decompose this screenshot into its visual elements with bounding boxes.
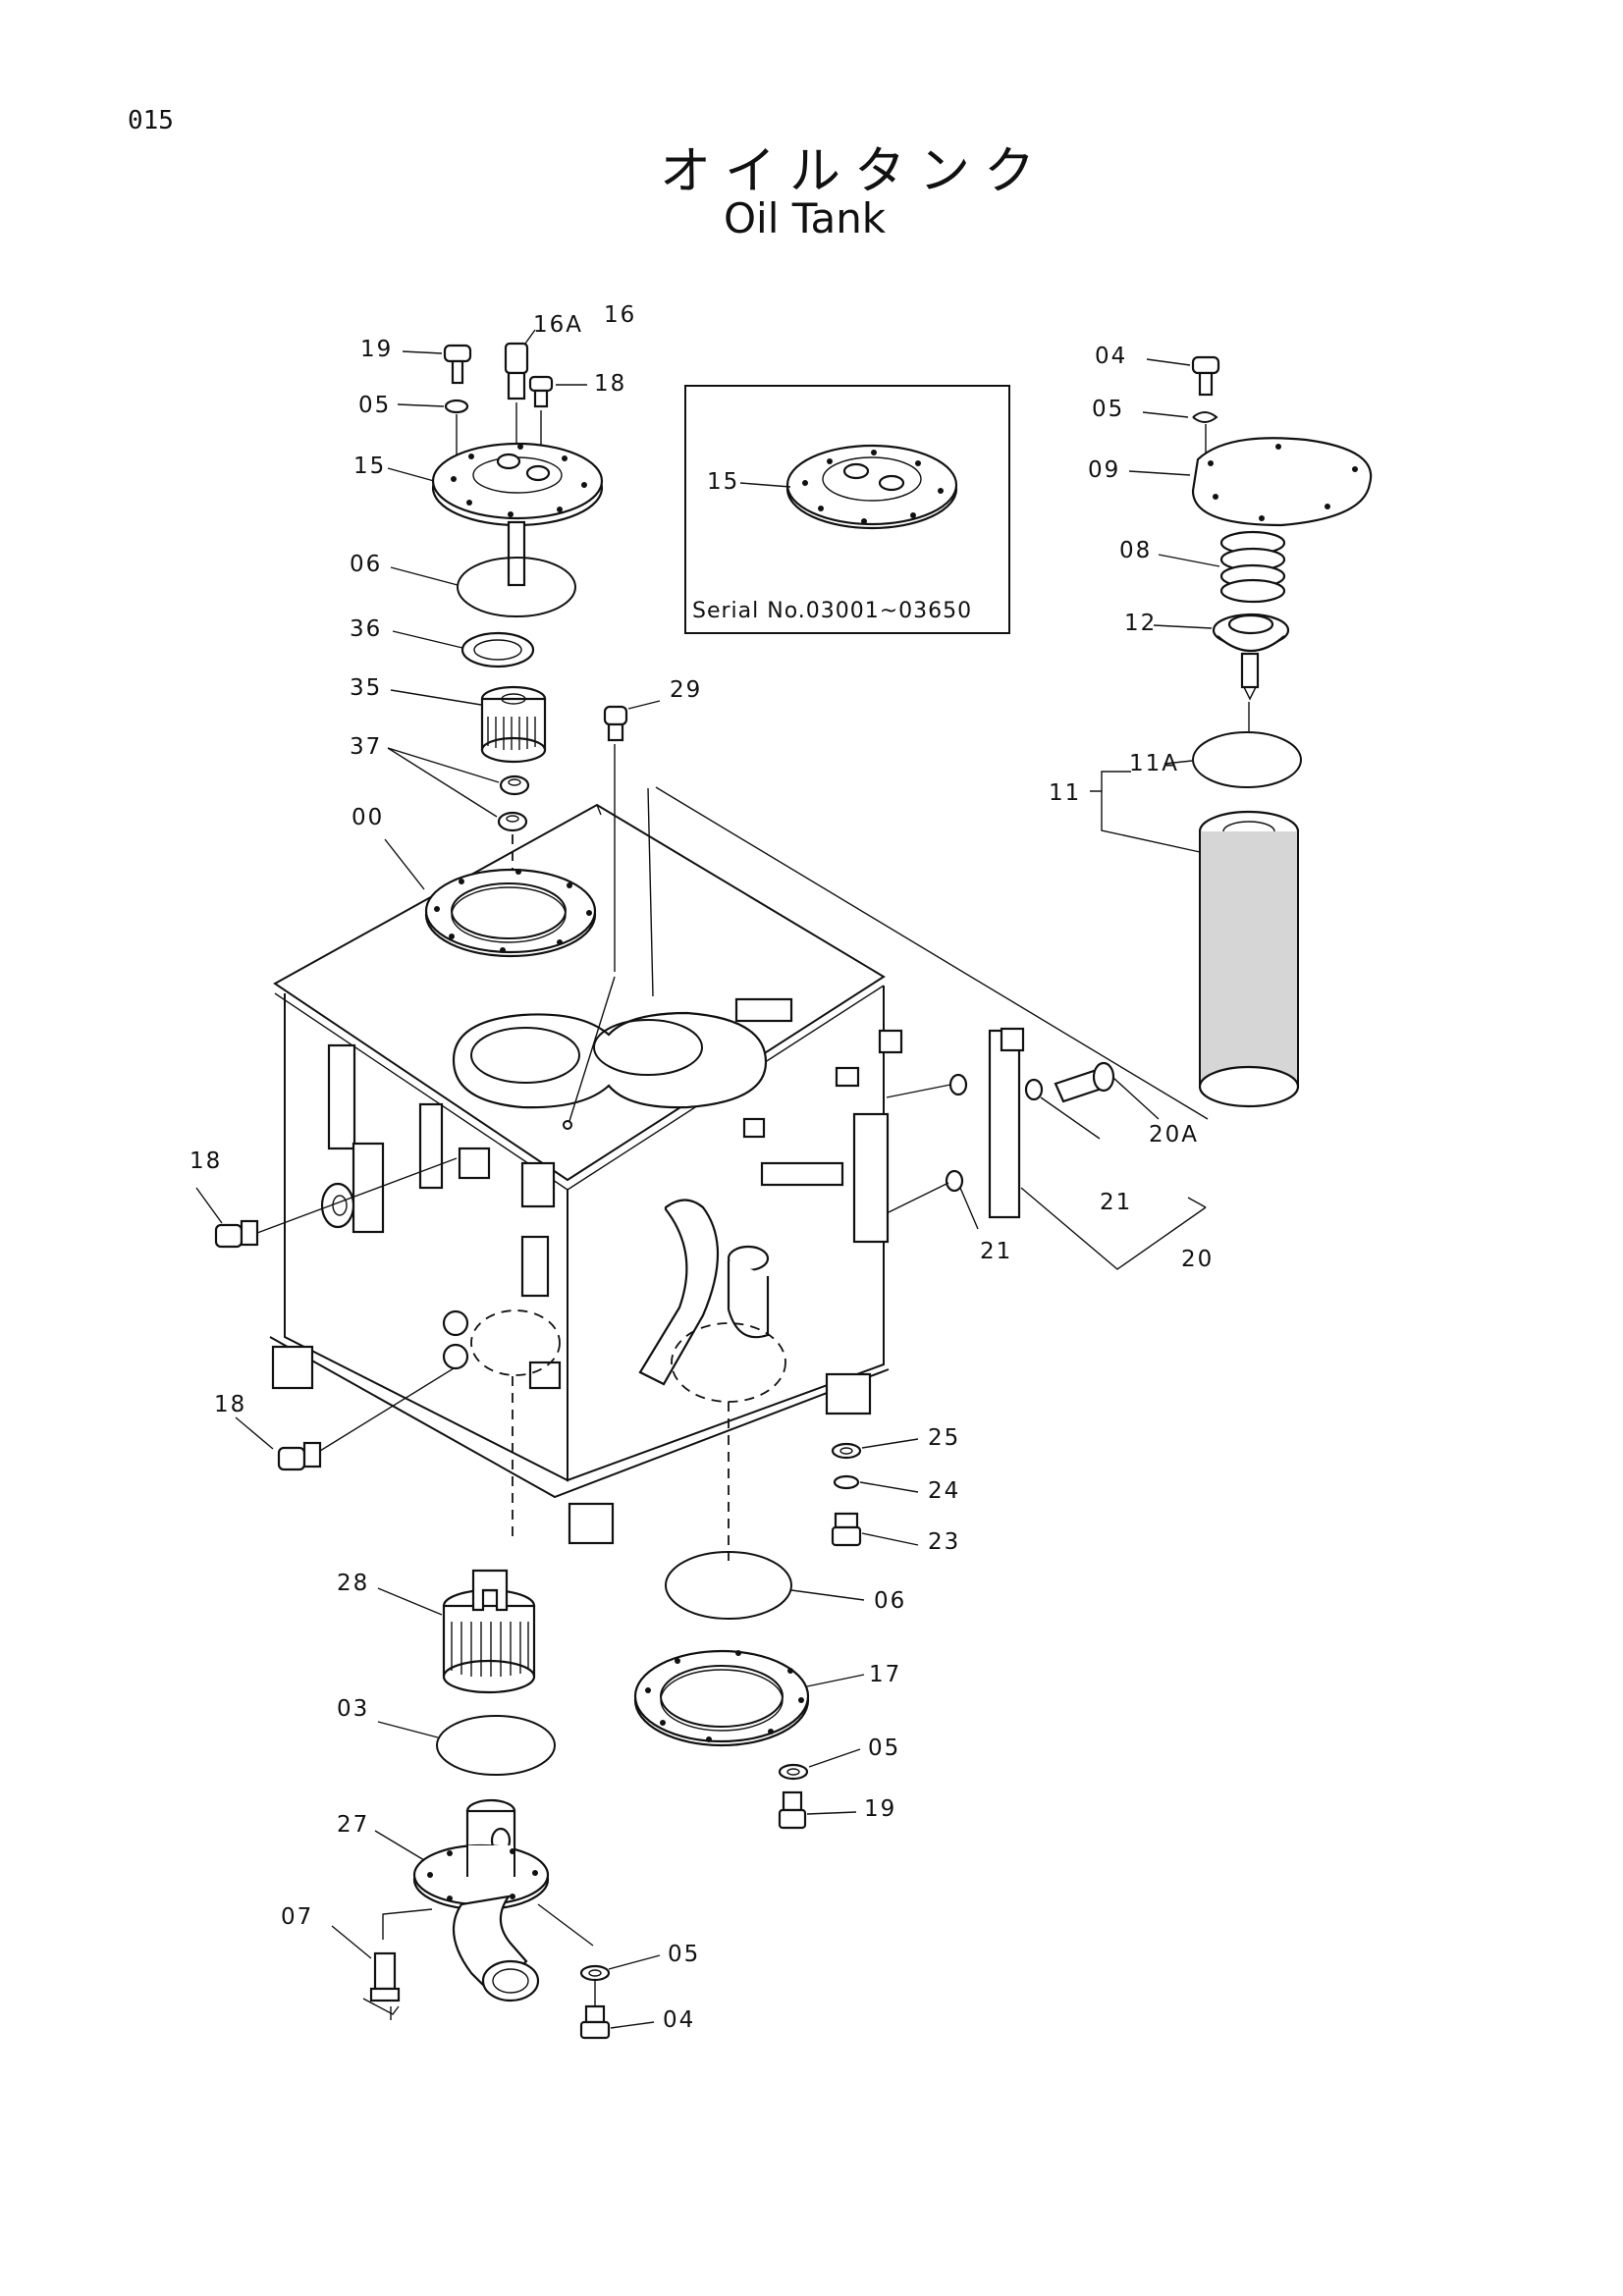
drain-fasteners bbox=[831, 1438, 919, 1547]
callout-16: 16 bbox=[604, 302, 637, 328]
title-japanese: オイルタンク bbox=[660, 142, 1050, 201]
callout-15: 15 bbox=[353, 454, 387, 479]
drain-plugs-left bbox=[195, 1157, 458, 1471]
callout-19: 19 bbox=[360, 337, 394, 362]
callout-36: 36 bbox=[350, 616, 383, 642]
callout-04-bottom: 04 bbox=[663, 2007, 696, 2033]
callout-06-bottom: 06 bbox=[874, 1588, 907, 1614]
callout-28: 28 bbox=[337, 1571, 370, 1596]
callout-25: 25 bbox=[928, 1425, 961, 1451]
callout-18-left: 18 bbox=[189, 1148, 223, 1174]
callout-00: 00 bbox=[352, 805, 385, 830]
callout-07: 07 bbox=[281, 1904, 314, 1930]
inset-box bbox=[684, 385, 1010, 634]
callout-20: 20 bbox=[1181, 1247, 1215, 1272]
callout-27: 27 bbox=[337, 1812, 370, 1838]
suction-assembly bbox=[331, 1551, 865, 2040]
callout-21-upper: 21 bbox=[1100, 1190, 1133, 1215]
callout-04: 04 bbox=[1095, 344, 1128, 369]
return-filter-assembly bbox=[886, 355, 1373, 1270]
tank-body bbox=[269, 700, 1209, 1561]
title-english: Oil Tank bbox=[724, 194, 887, 242]
callout-06: 06 bbox=[350, 552, 383, 577]
inset-serial-caption: Serial No.03001~03650 bbox=[692, 599, 973, 623]
callout-19-bottom: 19 bbox=[864, 1796, 897, 1822]
callout-18-lower: 18 bbox=[214, 1392, 247, 1417]
callout-20a: 20A bbox=[1149, 1122, 1200, 1148]
callout-24: 24 bbox=[928, 1478, 961, 1504]
callout-11a: 11A bbox=[1129, 751, 1180, 776]
callout-05-right: 05 bbox=[1092, 397, 1125, 422]
callout-21-lower: 21 bbox=[980, 1239, 1013, 1264]
callout-05-mid: 05 bbox=[868, 1735, 901, 1761]
callout-08: 08 bbox=[1119, 538, 1153, 563]
callout-29: 29 bbox=[670, 677, 703, 703]
callout-37: 37 bbox=[350, 734, 383, 760]
callout-35: 35 bbox=[350, 675, 383, 701]
callout-11: 11 bbox=[1049, 780, 1082, 806]
page-number: 015 bbox=[128, 106, 174, 135]
breather-assembly bbox=[387, 329, 604, 913]
callout-12: 12 bbox=[1124, 611, 1158, 636]
callout-03: 03 bbox=[337, 1696, 370, 1722]
callout-18: 18 bbox=[594, 371, 627, 397]
callout-15-inset: 15 bbox=[707, 469, 740, 495]
callout-16a: 16A bbox=[533, 312, 584, 338]
callout-23: 23 bbox=[928, 1529, 961, 1555]
callout-09: 09 bbox=[1088, 457, 1121, 483]
callout-05: 05 bbox=[358, 393, 392, 418]
callout-05-bottom: 05 bbox=[668, 1942, 701, 1967]
callout-17: 17 bbox=[869, 1662, 902, 1687]
